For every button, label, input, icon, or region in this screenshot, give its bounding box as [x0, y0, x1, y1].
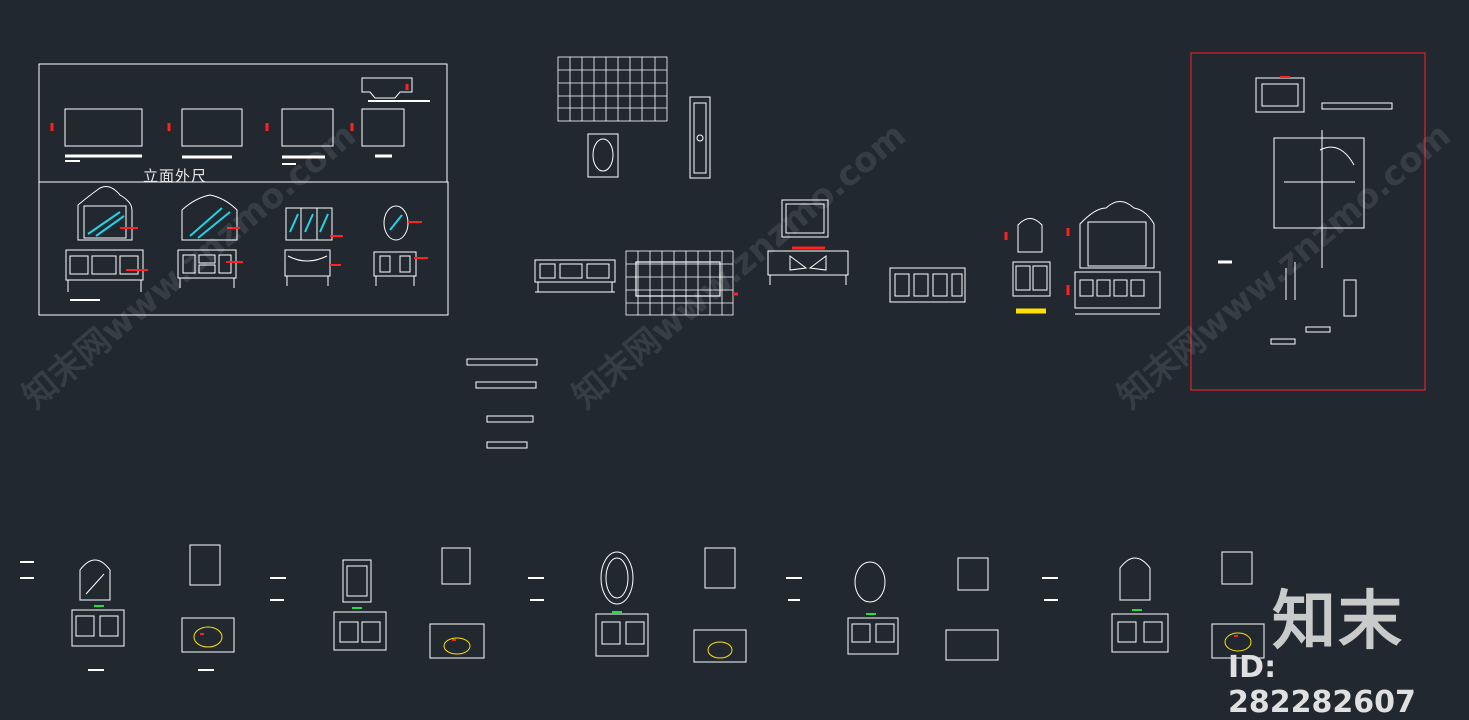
- elevation-overview-panel: [38, 63, 449, 316]
- watermark-id: ID: 282282607: [1228, 650, 1416, 720]
- long-vanity-1: [534, 259, 616, 293]
- bottom-elevations: [20, 544, 1265, 671]
- section-profiles: [466, 358, 538, 449]
- elevation-section-title: 立面外尺: [143, 167, 208, 185]
- detail-panel-right: [1218, 77, 1393, 345]
- small-vanity-with-mirror: [1012, 218, 1051, 297]
- grid-vanity: [625, 250, 734, 316]
- vanity-elevations-left: [65, 186, 417, 301]
- low-cabinet: [889, 267, 966, 303]
- tile-grid-top: [557, 56, 668, 122]
- watermark-logo: 知末: [1272, 585, 1404, 659]
- large-vanity-with-mirror: [1074, 201, 1161, 315]
- mirror-vanity-center: [767, 199, 849, 285]
